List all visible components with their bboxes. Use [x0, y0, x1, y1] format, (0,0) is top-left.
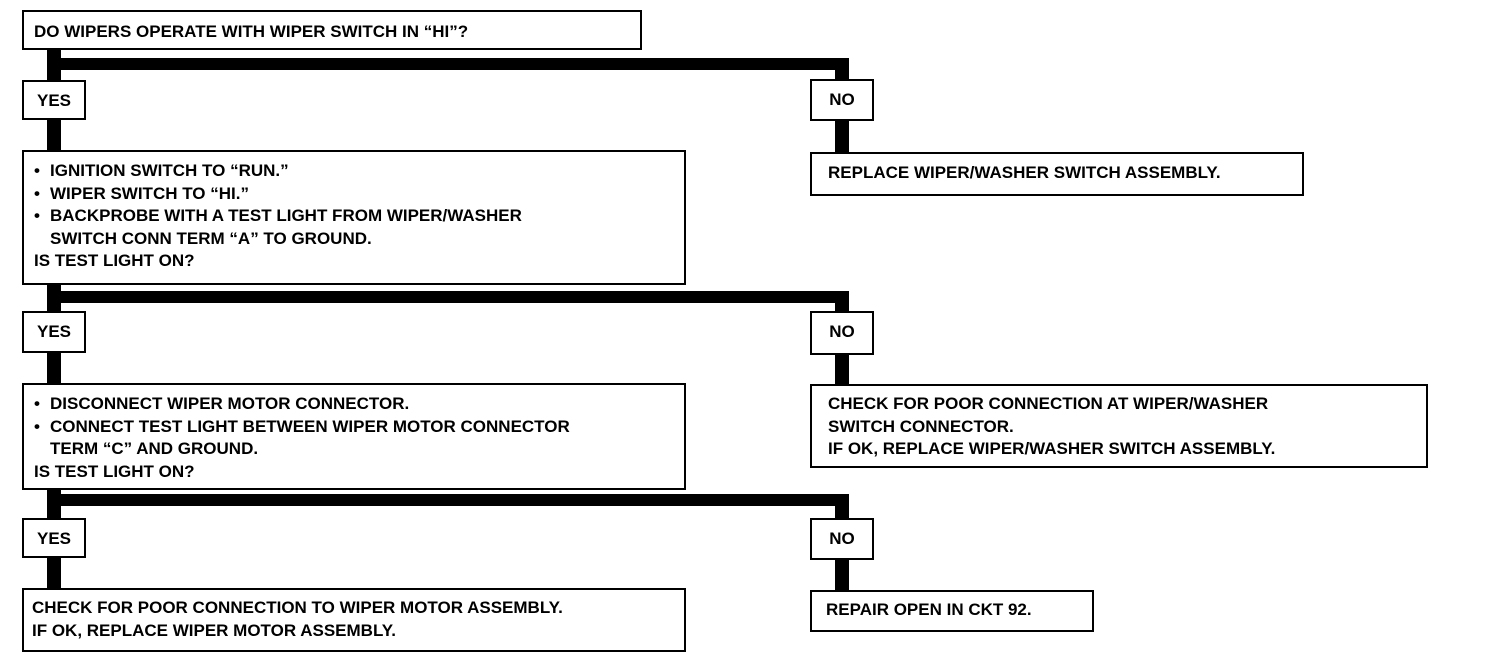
branch2-yes-label: YES: [22, 311, 86, 353]
connector-branch1-no-down: [835, 58, 849, 80]
branch2-no-label: NO: [810, 311, 874, 355]
connector-branch2-horizontal: [47, 291, 849, 303]
question-1-box: DO WIPERS OPERATE WITH WIPER SWITCH IN “…: [22, 10, 642, 50]
connector-branch2-no-result-down: [835, 353, 849, 387]
branch1-no-label: NO: [810, 79, 874, 121]
question-3-step-1: •DISCONNECT WIPER MOTOR CONNECTOR.: [34, 394, 410, 413]
branch1-no-result-text: REPLACE WIPER/WASHER SWITCH ASSEMBLY.: [828, 163, 1221, 182]
branch1-no-result-box: REPLACE WIPER/WASHER SWITCH ASSEMBLY.: [810, 152, 1304, 196]
connector-branch1-no-result-down: [835, 120, 849, 154]
branch2-no-result-box: CHECK FOR POOR CONNECTION AT WIPER/WASHE…: [810, 384, 1428, 468]
connector-branch3-yes-down: [47, 556, 61, 590]
branch3-yes-label: YES: [22, 518, 86, 558]
branch3-yes-result-line-1: CHECK FOR POOR CONNECTION TO WIPER MOTOR…: [32, 598, 563, 617]
branch3-no-result-box: REPAIR OPEN IN CKT 92.: [810, 590, 1094, 632]
branch3-yes-result-line-2: IF OK, REPLACE WIPER MOTOR ASSEMBLY.: [32, 620, 396, 640]
branch1-yes-label: YES: [22, 80, 86, 120]
connector-branch3-horizontal: [47, 494, 849, 506]
question-2-step-2: •WIPER SWITCH TO “HI.”: [34, 183, 249, 203]
question-3-step-2-continuation: TERM “C” AND GROUND.: [50, 439, 259, 458]
branch3-no-label: NO: [810, 518, 874, 560]
branch2-no-result-line-1: CHECK FOR POOR CONNECTION AT WIPER/WASHE…: [828, 394, 1269, 413]
question-2-step-3-continuation: SWITCH CONN TERM “A” TO GROUND.: [50, 228, 372, 248]
branch3-yes-result-box: CHECK FOR POOR CONNECTION TO WIPER MOTOR…: [22, 588, 686, 652]
question-3-question: IS TEST LIGHT ON?: [34, 461, 195, 481]
question-3-box: •DISCONNECT WIPER MOTOR CONNECTOR. •CONN…: [22, 383, 686, 490]
branch2-no-result-line-2: SWITCH CONNECTOR.: [828, 416, 1014, 436]
connector-branch2-yes-down: [47, 351, 61, 387]
question-2-step-3: •BACKPROBE WITH A TEST LIGHT FROM WIPER/…: [34, 206, 522, 225]
connector-branch3-no-result-down: [835, 558, 849, 592]
connector-branch1-horizontal: [47, 58, 849, 70]
branch2-no-result-line-3: IF OK, REPLACE WIPER/WASHER SWITCH ASSEM…: [828, 439, 1276, 458]
question-2-step-1: •IGNITION SWITCH TO “RUN.”: [34, 161, 289, 180]
branch3-no-result-text: REPAIR OPEN IN CKT 92.: [826, 600, 1032, 619]
question-2-box: •IGNITION SWITCH TO “RUN.” •WIPER SWITCH…: [22, 150, 686, 285]
question-3-step-2: •CONNECT TEST LIGHT BETWEEN WIPER MOTOR …: [34, 416, 570, 436]
connector-branch1-yes-down: [47, 116, 61, 154]
question-2-question: IS TEST LIGHT ON?: [34, 251, 195, 270]
question-1-text: DO WIPERS OPERATE WITH WIPER SWITCH IN “…: [34, 22, 469, 41]
connector-branch3-no-down: [835, 494, 849, 520]
connector-branch2-no-down: [835, 291, 849, 313]
